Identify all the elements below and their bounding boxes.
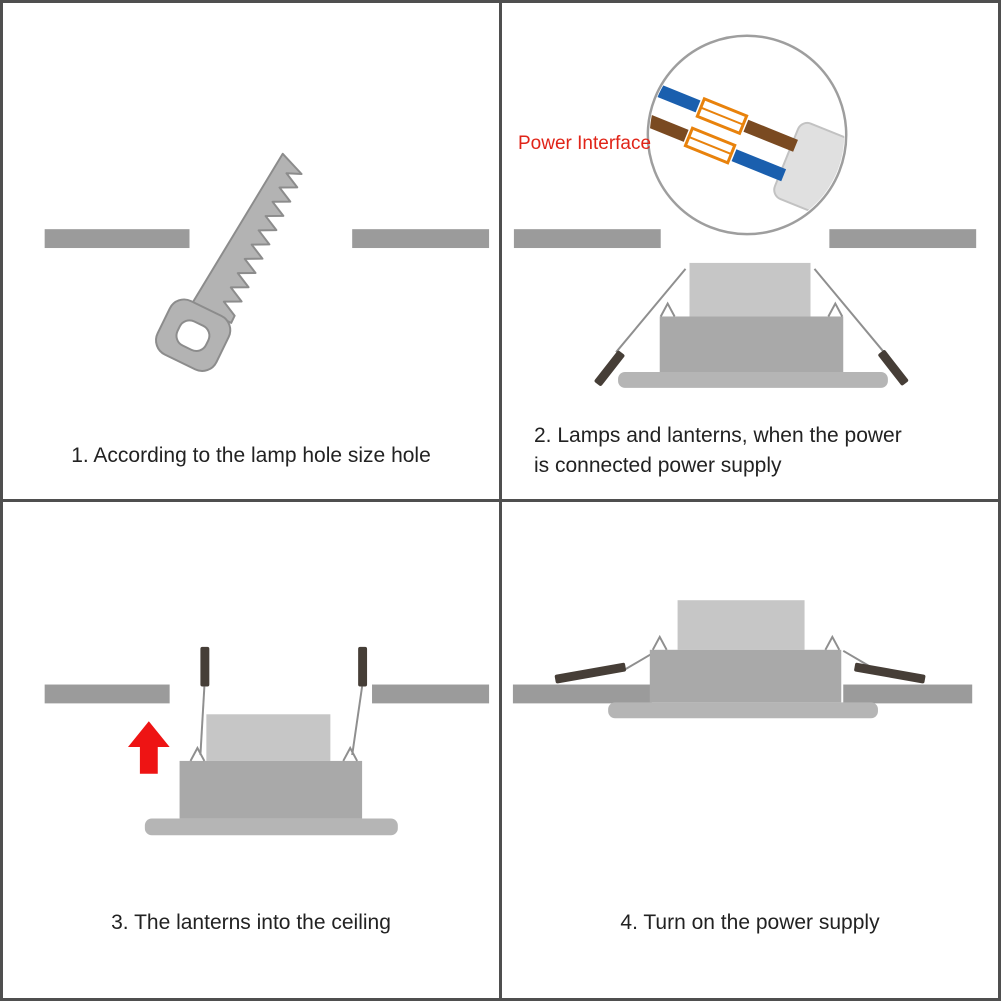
ceiling-right-bar — [829, 229, 977, 249]
spring-clip-left — [200, 646, 210, 687]
ceiling-right-bar — [372, 684, 490, 704]
lamp-body — [179, 760, 363, 819]
panel-step-1: 1. According to the lamp hole size hole — [3, 3, 499, 499]
downlight-lamp — [608, 600, 878, 719]
saw-cutting-illustration — [44, 152, 490, 372]
ceiling-left-bar — [512, 684, 652, 704]
step-1-caption: 1. According to the lamp hole size hole — [71, 444, 431, 468]
spring-wire-left — [199, 686, 206, 756]
insert-lamp-illustration — [44, 646, 490, 836]
up-arrow-icon — [127, 721, 170, 774]
power-interface-label: Power Interface — [518, 133, 652, 154]
blue-wire — [731, 149, 787, 182]
driver-box — [206, 714, 331, 761]
spring-coil-left — [659, 301, 676, 317]
ceiling-right-bar — [352, 229, 490, 249]
spring-coil-left — [189, 745, 206, 762]
step-2-caption: 2. Lamps and lanterns, when the power is… — [534, 424, 902, 478]
saw-icon — [155, 152, 303, 372]
lamp-flange — [608, 702, 878, 719]
spring-clip-right — [854, 662, 926, 684]
spring-wire-left — [615, 268, 687, 353]
spring-wire-right — [351, 686, 364, 756]
panel-step-3: 3. The lanterns into the ceiling — [3, 502, 499, 998]
saw-blade — [190, 152, 303, 324]
panel-step-2: Power Interface 2. Lamps and lanterns, w… — [502, 3, 998, 499]
spring-coil-left — [651, 634, 668, 651]
brown-wire — [743, 119, 798, 152]
spring-wire-right — [813, 268, 885, 353]
lamp-body — [659, 316, 844, 373]
downlight-lamp — [144, 714, 398, 836]
brown-wire — [649, 109, 689, 142]
ceiling-left-bar — [44, 229, 190, 249]
ceiling-left-bar — [513, 229, 661, 249]
spring-coil-right — [827, 301, 844, 317]
spring-clip-right — [358, 646, 368, 687]
step-4-caption: 4. Turn on the power supply — [620, 911, 880, 935]
lamp-flange — [618, 372, 888, 388]
spring-coil-right — [342, 745, 359, 762]
power-connection-illustration — [513, 34, 977, 388]
downlight-lamp — [594, 262, 909, 388]
spring-clip-right — [878, 350, 909, 386]
spring-clip-left — [554, 662, 627, 684]
ceiling-right-bar — [843, 684, 973, 704]
wire-connector-illustration — [649, 80, 845, 223]
terminal-block — [773, 121, 845, 223]
ceiling-left-bar — [44, 684, 170, 704]
step-3-caption: 3. The lanterns into the ceiling — [111, 911, 391, 935]
lamp-body — [649, 649, 842, 703]
lamp-flange — [144, 818, 398, 836]
panel-step-4: 4. Turn on the power supply — [502, 502, 998, 998]
spring-coil-right — [824, 634, 841, 651]
driver-box — [677, 600, 805, 650]
saw-handle-hole — [175, 319, 211, 352]
installed-lamp-illustration — [512, 600, 973, 719]
driver-box — [689, 262, 811, 317]
spring-clip-left — [594, 350, 625, 386]
